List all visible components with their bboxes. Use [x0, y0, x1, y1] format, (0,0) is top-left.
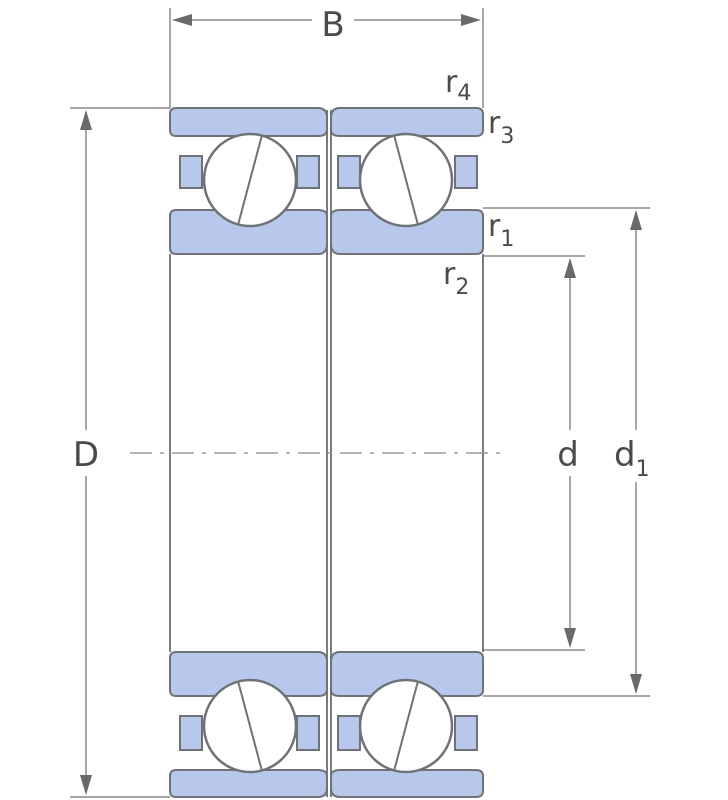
outer-diameter-dimension: D	[70, 107, 170, 798]
outer-ring-right-top	[330, 107, 484, 137]
outer-diameter-label: D	[73, 435, 99, 475]
cage-right-inner-top	[454, 155, 478, 189]
outer-ring-left-bottom	[169, 769, 328, 798]
cage-right-outer-top	[337, 155, 361, 189]
width-dimension: B	[169, 5, 484, 108]
inner-ring-right-top	[330, 209, 484, 255]
lower-bearing-section	[169, 651, 484, 798]
cage-left-outer-bottom	[179, 715, 203, 751]
outer-arrow-bottom	[80, 775, 92, 795]
shoulder-diameter-dimension: d1	[483, 207, 650, 697]
cage-left-inner-top	[296, 155, 320, 189]
cage-left-outer-top	[179, 155, 203, 189]
upper-bearing-section	[169, 107, 484, 255]
width-label: B	[321, 5, 344, 45]
outer-ring-left-top	[169, 107, 328, 137]
width-arrow-left	[172, 14, 192, 26]
bore-diameter-label: d	[557, 435, 579, 475]
shoulder-arrow-bottom	[630, 674, 642, 694]
bore-arrow-top	[564, 258, 576, 278]
chamfer-label-r1: r1	[488, 209, 514, 252]
inner-ring-left-bottom	[169, 651, 328, 697]
cage-right-outer-bottom	[337, 715, 361, 751]
chamfer-label-r2: r2	[443, 257, 469, 300]
inner-ring-left-top	[169, 209, 328, 255]
width-arrow-right	[461, 14, 481, 26]
outer-ring-right-bottom	[330, 769, 484, 798]
inner-ring-right-bottom	[330, 651, 484, 697]
shoulder-diameter-label: d1	[614, 435, 650, 482]
chamfer-labels: r4 r3 r1 r2	[443, 65, 514, 300]
chamfer-label-r4: r4	[445, 65, 471, 106]
bore-arrow-bottom	[564, 628, 576, 648]
outer-arrow-top	[80, 110, 92, 130]
cage-left-inner-bottom	[296, 715, 320, 751]
shoulder-arrow-top	[630, 210, 642, 230]
bore-diameter-dimension: d	[483, 255, 585, 651]
chamfer-label-r3: r3	[488, 106, 514, 149]
cage-right-inner-bottom	[454, 715, 478, 751]
